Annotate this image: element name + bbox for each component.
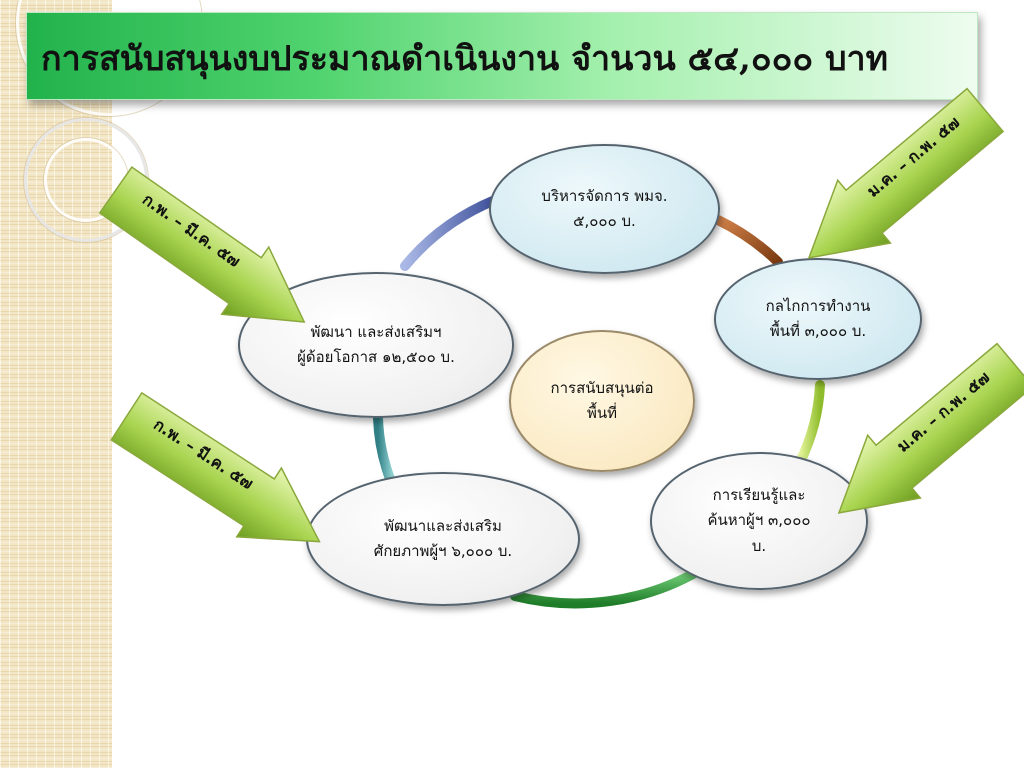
arrow-right-icon <box>110 391 321 543</box>
node-capacity: พัฒนาและส่งเสริม ศักยภาพผู้ฯ ๖,๐๐๐ บ. <box>306 472 580 606</box>
node-admin: บริหารจัดการ พมจ. ๕,๐๐๐ บ. <box>489 144 720 274</box>
node-mechanism: กลไกการทำงาน พื้นที่ ๓,๐๐๐ บ. <box>714 258 922 380</box>
node-development-line1: พัฒนา และส่งเสริมฯ <box>310 322 442 341</box>
node-center: การสนับสนุนต่อ พื้นที่ <box>509 330 695 472</box>
node-admin-line1: บริหารจัดการ พมจ. <box>541 186 668 205</box>
timeline-arrow-top-right: ม.ค. – ก.พ. ๕๗ <box>783 79 1012 290</box>
node-admin-line2: ๕,๐๐๐ บ. <box>573 212 636 230</box>
timeline-arrow-bottom-right: ม.ค. – ก.พ. ๕๗ <box>813 334 1024 545</box>
page-title: การสนับสนุนงบประมาณดำเนินงาน จำนวน ๕๔,๐๐… <box>41 39 889 79</box>
node-learning-line1: การเรียนรู้และ <box>712 485 806 504</box>
arrow-left-icon <box>837 342 1024 514</box>
timeline-arrow-top-left: ก.พ. – มี.ค. ๕๗ <box>92 156 327 355</box>
arc-learning-to-capacity <box>510 565 705 609</box>
timeline-arrow-bottom-left: ก.พ. – มี.ค. ๕๗ <box>104 382 342 576</box>
node-capacity-line2: ศักยภาพผู้ฯ ๖,๐๐๐ บ. <box>373 542 513 560</box>
node-mechanism-line1: กลไกการทำงาน <box>765 296 871 315</box>
node-mechanism-line2: พื้นที่ ๓,๐๐๐ บ. <box>769 322 867 340</box>
node-learning-line3: บ. <box>751 536 767 555</box>
node-center-line1: การสนับสนุนต่อ <box>550 378 654 397</box>
node-center-line2: พื้นที่ <box>586 404 618 422</box>
node-capacity-line1: พัฒนาและส่งเสริม <box>384 516 502 535</box>
node-learning-line2: ค้นหาผู้ฯ ๓,๐๐๐ <box>707 511 811 530</box>
title-banner: การสนับสนุนงบประมาณดำเนินงาน จำนวน ๕๔,๐๐… <box>26 12 978 100</box>
arrow-left-icon <box>807 87 1005 259</box>
arc-admin-to-development <box>400 195 500 271</box>
arc-admin-to-mechanism <box>713 215 783 267</box>
node-learning: การเรียนรู้และ ค้นหาผู้ฯ ๓,๐๐๐ บ. <box>650 452 868 590</box>
node-development-line2: ผู้ด้อยโอกาส ๑๒,๕๐๐ บ. <box>297 348 455 366</box>
arc-capacity-to-development <box>373 413 397 489</box>
arc-mechanism-to-learning <box>795 380 825 467</box>
arrow-right-icon <box>98 166 306 323</box>
